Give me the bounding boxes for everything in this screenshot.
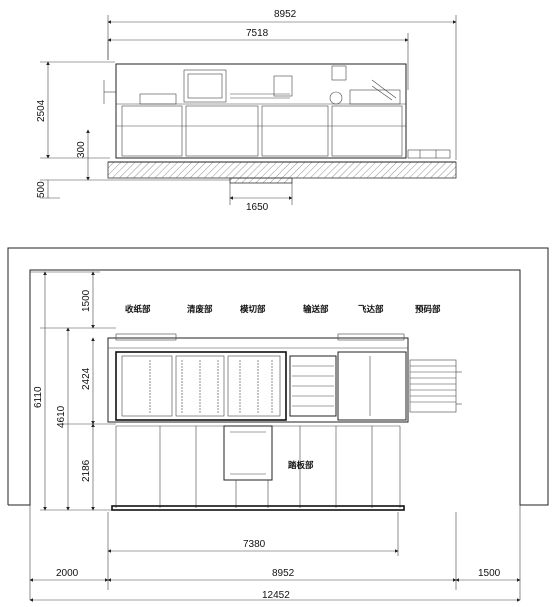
plan-view: 收纸部 清废部 模切部 输送部 飞达部 预码部 1500 6110 4610 2… [7,247,549,602]
elevation-floor-offset: 500 [36,181,47,198]
elevation-pit-depth: 300 [76,141,87,158]
elevation-ground [107,161,457,184]
plan-top-clearance: 1500 [81,289,92,312]
elevation-dim-overall: 8952 [107,9,457,160]
plan-platform-length: 7380 [243,539,266,550]
section-label-delivery: 收纸部 [125,304,151,315]
elevation-pit-width: 1650 [246,202,269,213]
plan-body-width: 4610 [56,405,67,428]
plan-upper-width: 2424 [81,367,92,390]
plan-machine-length: 8952 [272,568,295,579]
plan-platform-label: 踏板部 [288,460,314,471]
elevation-dim-machine: 7518 [107,28,409,90]
plan-left-clearance: 2000 [56,568,79,579]
elevation-dim-pit: 1650 [229,183,293,213]
plan-room-outline [7,247,549,600]
elevation-dim-vertical: 2504 300 500 [36,61,230,199]
section-label-feeder: 飞达部 [358,304,384,315]
section-label-conveyor: 输送部 [303,304,329,315]
section-label-stripping: 清废部 [187,304,213,315]
elevation-machine-length: 7518 [246,28,269,39]
plan-total-width: 6110 [33,386,44,408]
elevation-view: 8952 7518 2504 300 500 [36,9,457,213]
plan-dim-horizontal: 7380 2000 8952 1500 12452 [29,512,521,602]
section-label-die-cutting: 模切部 [240,304,266,315]
plan-dim-vertical: 1500 6110 4610 2424 2186 [30,271,116,511]
plan-overall-length: 12452 [262,590,290,601]
elevation-overall-length: 8952 [274,9,297,20]
plan-right-clearance: 1500 [478,568,501,579]
plan-pre-pile-rails [409,359,462,413]
section-label-pre-pile: 预码部 [415,304,441,315]
elevation-machine [103,63,451,159]
plan-lower-width: 2186 [81,459,92,482]
elevation-machine-height: 2504 [36,99,47,122]
plan-machine: 踏板部 [107,333,462,511]
